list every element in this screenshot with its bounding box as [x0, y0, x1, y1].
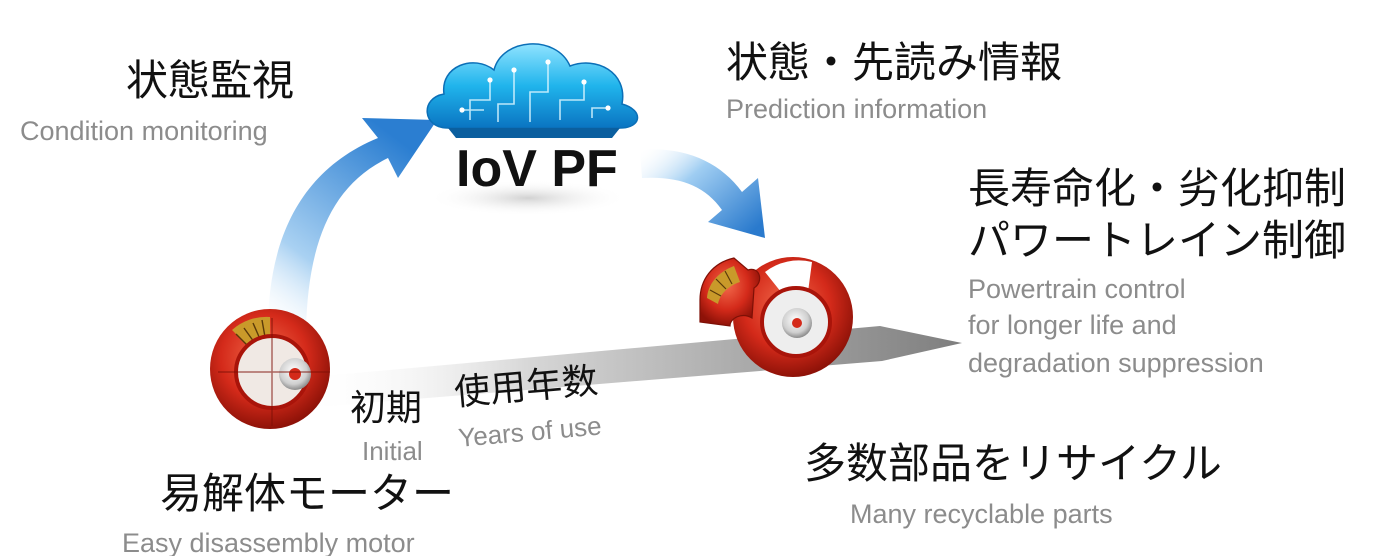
control-jp-line2: パワートレイン制御 — [968, 216, 1346, 265]
control-en-line1: Powertrain control — [968, 274, 1186, 304]
control-en-line2: for longer life and — [968, 310, 1177, 340]
prediction-jp: 状態・先読み情報 — [726, 38, 1062, 87]
control-jp-line1: 長寿命化・劣化抑制 — [968, 164, 1346, 213]
motor-jp: 易解体モーター — [160, 469, 454, 518]
prediction-en: Prediction information — [726, 94, 987, 124]
motor-icon — [210, 309, 330, 429]
motor-en: Easy disassembly motor — [122, 528, 415, 556]
cloud-title: IoV PF — [456, 140, 618, 198]
disassembled-motor-icon — [699, 257, 853, 377]
arrow-from-cloud — [640, 149, 765, 238]
timeline-initial-jp: 初期 — [350, 388, 422, 429]
timeline-years-en: Years of use — [457, 410, 603, 452]
condition-monitoring-jp: 状態監視 — [126, 56, 294, 105]
condition-monitoring-en: Condition monitoring — [20, 116, 268, 146]
arrow-to-cloud — [268, 118, 437, 330]
timeline-initial-en: Initial — [362, 436, 423, 466]
control-en-line3: degradation suppression — [968, 348, 1264, 378]
cloud-circuit-icon — [426, 43, 639, 216]
recycle-en: Many recyclable parts — [850, 499, 1113, 529]
recycle-jp: 多数部品をリサイクル — [804, 439, 1222, 488]
